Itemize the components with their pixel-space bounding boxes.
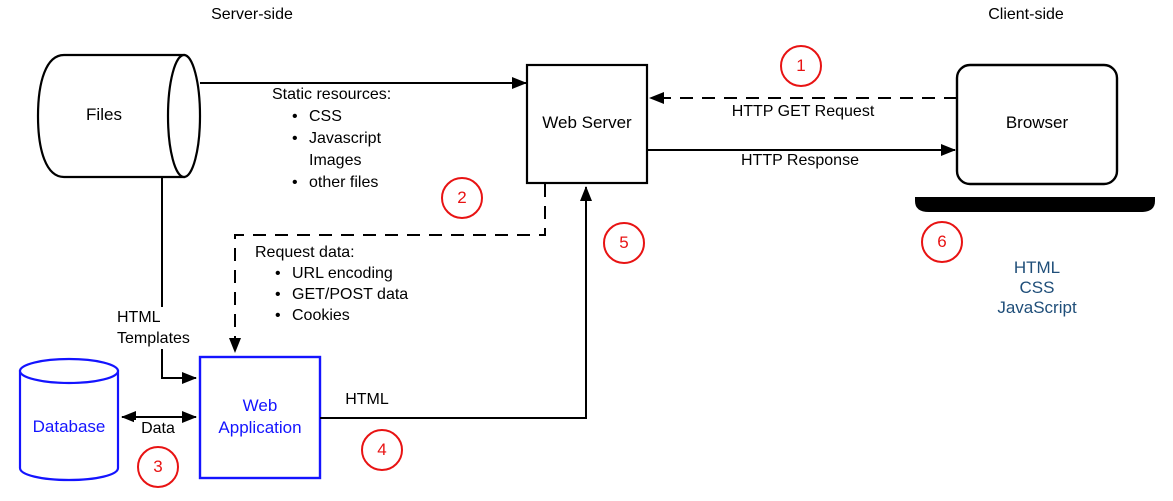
laptop-base-shape xyxy=(915,197,1155,212)
html-edge-label: HTML xyxy=(345,391,389,408)
edge-request-data-arrow xyxy=(229,184,546,353)
request-data-item: URL encoding xyxy=(275,263,408,284)
browser-node-shape xyxy=(955,63,1119,186)
web-server-node-shape xyxy=(525,63,649,185)
static-resources-title: Static resources: xyxy=(272,86,392,103)
edge-html-arrow xyxy=(320,186,592,419)
step-badge-3: 3 xyxy=(137,446,179,488)
browser-stack-label: HTML CSS JavaScript xyxy=(967,258,1107,318)
database-node-shape xyxy=(18,357,120,482)
browser-node-label: Browser xyxy=(1005,113,1069,132)
database-node-label: Database xyxy=(32,417,106,436)
step-badge-6: 6 xyxy=(921,221,963,263)
web-application-node-shape xyxy=(198,355,322,480)
static-resources-item: other files xyxy=(292,172,391,194)
html-templates-edge-label: HTML Templates xyxy=(115,307,192,349)
files-node-shape xyxy=(36,53,202,179)
browser-stack-line: CSS xyxy=(1019,278,1055,297)
request-data-item: GET/POST data xyxy=(275,284,408,305)
step-badge-1: 1 xyxy=(780,45,822,87)
request-data-edge-label: Request data: URL encoding GET/POST data… xyxy=(255,242,408,326)
static-resources-edge-label: Static resources: CSS Javascript Images … xyxy=(272,84,391,194)
step-badge-2: 2 xyxy=(441,177,483,219)
client-side-region-title: Client-side xyxy=(988,6,1064,23)
files-node-label: Files xyxy=(86,105,122,124)
step-badge-5: 5 xyxy=(603,222,645,264)
web-server-node-label: Web Server xyxy=(542,113,632,132)
request-data-item: Cookies xyxy=(275,305,408,326)
http-response-edge-label: HTTP Response xyxy=(741,152,859,169)
edge-html-templates-arrow xyxy=(161,177,197,384)
request-data-title: Request data: xyxy=(255,244,355,261)
http-get-request-edge-label: HTTP GET Request xyxy=(731,103,875,120)
step-badge-4: 4 xyxy=(361,429,403,471)
request-data-list: URL encoding GET/POST data Cookies xyxy=(255,263,408,326)
data-edge-label: Data xyxy=(134,420,182,438)
browser-stack-line: JavaScript xyxy=(997,298,1077,317)
static-resources-item: CSS xyxy=(292,106,391,128)
static-resources-item: Javascript Images xyxy=(292,128,391,172)
server-side-region-title: Server-side xyxy=(211,6,293,23)
web-application-node-label: Web Application xyxy=(218,396,302,437)
static-resources-list: CSS Javascript Images other files xyxy=(272,106,391,194)
browser-stack-line: HTML xyxy=(1013,258,1061,277)
